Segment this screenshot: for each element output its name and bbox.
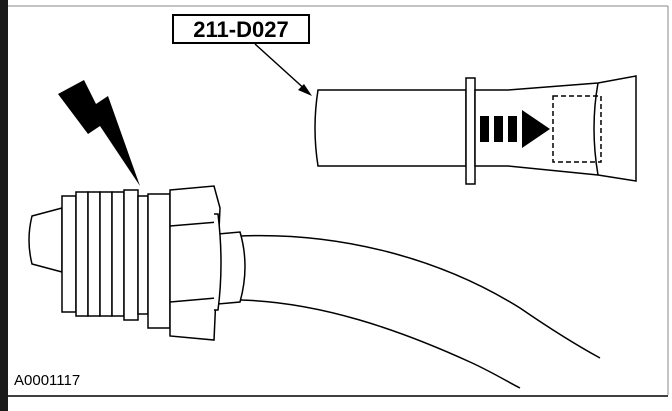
tool-label: 211-D027	[172, 14, 310, 44]
tool-body	[314, 75, 637, 185]
tool-leader-line	[254, 43, 312, 96]
dashed-right-arrow-icon	[480, 110, 550, 148]
figure-id: A0001117	[14, 372, 81, 389]
left-border	[0, 0, 8, 411]
tube-fitting	[28, 185, 222, 341]
lightning-arrow-icon	[58, 80, 140, 186]
hose-tube	[212, 231, 601, 389]
